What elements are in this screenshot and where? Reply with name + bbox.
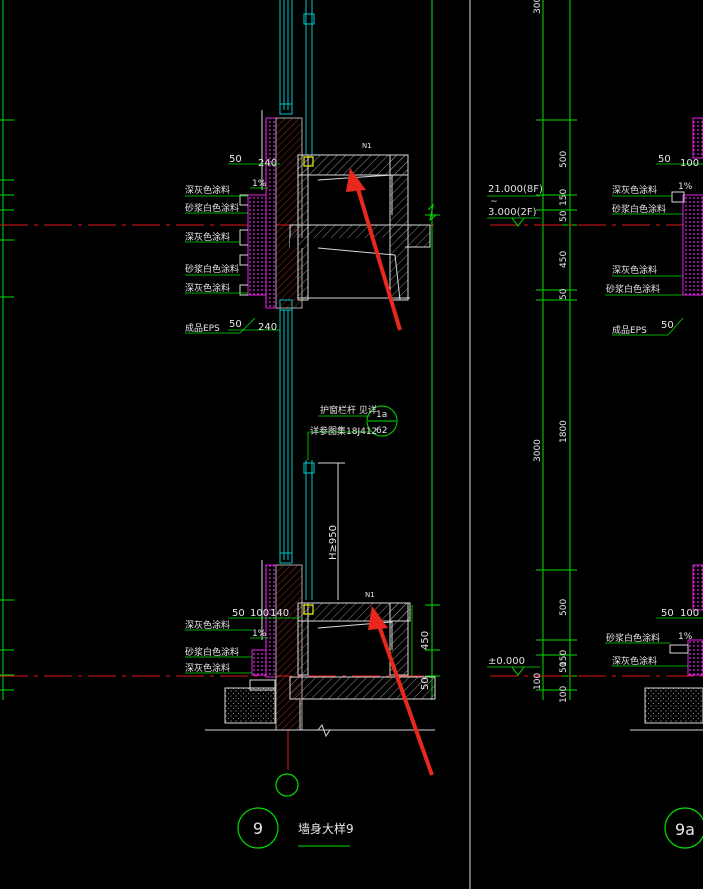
r-label-sand-white-paint-2: 砂浆白色涂料 — [606, 283, 660, 295]
elev-mid: 3.000(2F) — [488, 207, 537, 218]
r-dim-100-top: 100 — [680, 158, 699, 169]
right-wall-detail: 21.000(8F) ~ 3.000(2F) ±0.000 300 500 15… — [487, 0, 703, 849]
slope-tag-top: N1 — [362, 142, 372, 150]
dim-240-top: 240 — [258, 158, 277, 169]
label-sand-white-paint-2: 砂浆白色涂料 — [185, 263, 239, 275]
r-dim-slope-bottom: 1% — [678, 632, 693, 642]
dim-h950: H≥950 — [328, 525, 339, 560]
r-dim-50-eps: 50 — [661, 320, 674, 331]
dim-50-b: 50 — [559, 288, 569, 300]
detail-number: 9 — [253, 819, 263, 838]
r-label-dark-gray-paint-1: 深灰色涂料 — [612, 184, 657, 196]
slope-tag-bottom: N1 — [365, 591, 375, 599]
detail-number-circle — [237, 807, 279, 849]
r-dim-50-top: 50 — [658, 154, 671, 165]
dim-100-bottom: 100 — [250, 608, 269, 619]
dim-450: 450 — [559, 251, 569, 268]
dim-50-top: 50 — [229, 154, 242, 165]
dim-slope-bottom: 1% — [252, 629, 267, 639]
detail-title: 墙身大样9 — [298, 821, 354, 836]
dim-500-a: 500 — [559, 151, 569, 168]
label-eps: 成品EPS — [185, 322, 220, 334]
elev-top: 21.000(8F) — [488, 184, 543, 195]
label-railing: 护窗栏杆 见详 — [320, 404, 377, 416]
label-railing-ref: 详参图集18J412 — [310, 425, 377, 437]
dim-50-right: 50 — [420, 677, 431, 690]
label-dark-gray-paint-1: 深灰色涂料 — [185, 184, 230, 196]
r-label-sand-white-paint-1: 砂浆白色涂料 — [612, 203, 666, 215]
label-dark-gray-paint-5: 深灰色涂料 — [185, 662, 230, 674]
r-dim-slope-top: 1% — [678, 182, 693, 192]
r-label-eps: 成品EPS — [612, 324, 647, 336]
r-dim-50-bottom: 50 — [661, 608, 674, 619]
dim-450: 450 — [420, 631, 431, 650]
dim-150-b: 150 — [559, 650, 569, 667]
label-sand-white-paint-3: 砂浆白色涂料 — [185, 646, 239, 658]
r-label-dark-gray-paint-3: 深灰色涂料 — [612, 655, 657, 667]
r-label-dark-gray-paint-2: 深灰色涂料 — [612, 264, 657, 276]
dim-100-a: 100 — [533, 673, 543, 690]
r-detail-number: 9a — [675, 820, 695, 839]
dim-100-b: 100 — [559, 686, 569, 703]
dim-slope-top: 1% — [252, 179, 267, 189]
detail-ref-bottom: 62 — [376, 426, 387, 436]
dim-50-bottom: 50 — [232, 608, 245, 619]
red-arrow-lower — [368, 606, 434, 776]
dim-50-a: 50 — [559, 210, 569, 222]
detail-ref-top: 1a — [376, 410, 387, 420]
dim-50-c: 50 — [559, 661, 569, 673]
label-dark-gray-paint-4: 深灰色涂料 — [185, 619, 230, 631]
dim-500-b: 500 — [559, 599, 569, 616]
label-dark-gray-paint-3: 深灰色涂料 — [185, 282, 230, 294]
r-dim-100-bottom: 100 — [680, 608, 699, 619]
dim-top-total: 300 — [533, 0, 543, 14]
dim-total: 3000 — [533, 439, 543, 462]
label-dark-gray-paint-2: 深灰色涂料 — [185, 231, 230, 243]
label-sand-white-paint-1: 砂浆白色涂料 — [185, 202, 239, 214]
dim-50-eps: 50 — [229, 319, 242, 330]
dim-140-bottom: 140 — [270, 608, 289, 619]
r-label-sand-white-paint-3: 砂浆白色涂料 — [606, 632, 660, 644]
elev-tilde: ~ — [490, 197, 498, 207]
r-detail-number-circle — [664, 807, 703, 849]
dim-1800: 1800 — [559, 420, 569, 443]
red-arrow-upper — [346, 168, 402, 331]
elev-ground: ±0.000 — [488, 656, 525, 667]
dim-150-a: 150 — [559, 189, 569, 206]
dim-240-eps: 240 — [258, 322, 277, 333]
left-wall-detail: 深灰色涂料 砂浆白色涂料 深灰色涂料 砂浆白色涂料 深灰色涂料 成品EPS 护窗… — [0, 0, 440, 849]
